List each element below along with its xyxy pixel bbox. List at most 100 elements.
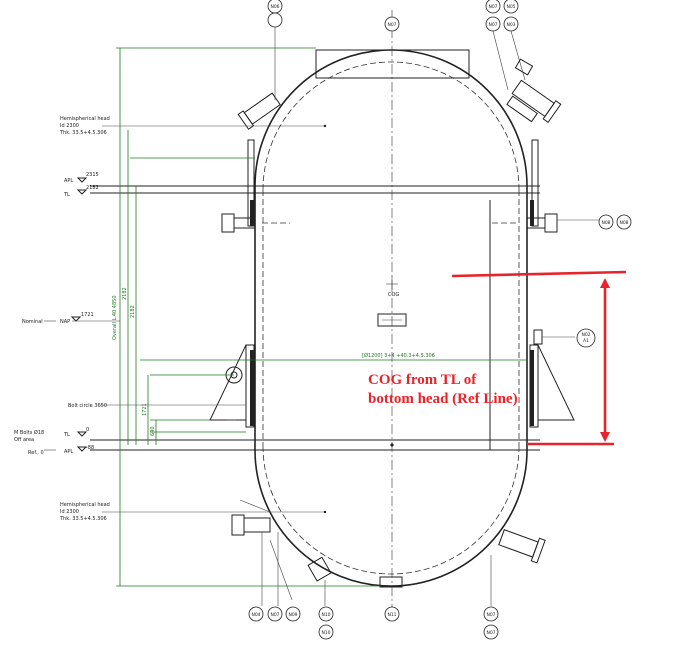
nozzle-bubble-n05 — [503, 0, 519, 14]
level-triangle — [76, 177, 88, 183]
nozzle-tag: N07 — [488, 22, 497, 28]
bottom-head-label-3: Thk. 33.5+4.5.306 — [59, 516, 107, 522]
level-tag: TL — [63, 432, 70, 438]
nozzle-tag: N08 — [601, 220, 610, 226]
level-triangle — [76, 189, 88, 195]
dim-4-text: 640 — [150, 426, 156, 436]
nozzle-tag: N07 — [387, 22, 396, 28]
top-head-label-1: Hemispherical head — [60, 116, 110, 122]
bottom-head-inner — [262, 445, 520, 575]
bottom-head-label-1: Hemispherical head — [60, 502, 110, 508]
level-triangle — [76, 446, 88, 452]
top-right-nozzle — [506, 79, 562, 123]
top-left-nozzle — [237, 92, 281, 130]
vessel-body: COG — [90, 10, 540, 612]
upper-lug-left-fill — [250, 200, 254, 226]
nozzle-bubble-n02 — [576, 328, 596, 348]
arrow-head-down — [600, 432, 610, 442]
nozzle-tag: N07 — [488, 4, 497, 10]
cog-reference-line — [451, 270, 627, 278]
bottom-left-top — [239, 499, 271, 513]
level-value: 2315 — [86, 172, 99, 178]
nozzle-tag: N10 — [321, 630, 330, 636]
bottom-mid-nozzle — [307, 556, 332, 582]
dim-3-text: 1721 — [142, 403, 148, 416]
lower-lug-right-fill — [530, 350, 534, 426]
nozzle-right-flange — [544, 213, 558, 233]
top-head-leader-dot — [323, 124, 327, 128]
top-head-inner — [262, 61, 520, 191]
level-marks: APL 2315 TL 2182 NAP 1721 TL 0 APL -88 — [60, 172, 120, 455]
n09-leader — [269, 539, 293, 601]
nozzle-tag: N05 — [506, 4, 515, 10]
nozzle-tag: N08 — [619, 220, 628, 226]
ref-elevation-label: Nominal — [22, 319, 43, 325]
top-head — [254, 49, 528, 187]
nozzle-tag: N04 — [251, 612, 260, 618]
dimension-lines: Overall L.40 4850 2182 2182 1721 640 [Ø1… — [112, 47, 527, 587]
top-nozzles: N06 N07 N07 N05 N07 N03 — [237, 0, 562, 130]
upper-lug-right-fill — [530, 200, 534, 226]
bottom-right-nozzle — [498, 529, 546, 564]
bottom-left-pipe — [243, 517, 271, 533]
arrow-head-up — [600, 278, 610, 288]
left-labels: Hemispherical head Id 2300 Thk. 33.5+4.5… — [14, 116, 327, 522]
annotation-line-2: bottom head (Ref Line) — [368, 391, 518, 407]
lower-lug-left-fill — [250, 350, 254, 426]
level-triangle — [70, 316, 82, 322]
upper-lug-right — [531, 139, 539, 227]
bolt-circle-label: Bolt circle 3650 — [68, 403, 107, 409]
level-value: 0 — [86, 427, 89, 433]
bottom-left-flange — [231, 514, 245, 536]
ref-line-label: Ref., 0 — [28, 450, 44, 456]
nozzle-tag: N03 — [506, 22, 515, 28]
center-dot — [390, 443, 394, 447]
cog-annotation: COG from TL of bottom head (Ref Line) — [368, 270, 627, 446]
top-head-label-2: Id 2300 — [60, 123, 79, 129]
nozzle-bubble-n06b — [267, 12, 283, 28]
anchor-label-1: M Bolts Ø18 — [14, 429, 44, 436]
nozzle-bubble-n07 — [485, 0, 501, 14]
bottom-head-label-2: Id 2300 — [60, 509, 79, 515]
anchor-label-2: Off area — [14, 437, 34, 443]
dim-2-text: 2182 — [130, 305, 136, 318]
nozzle-left-flange — [221, 213, 235, 233]
top-head-label-3: Thk. 33.5+4.5.306 — [59, 130, 107, 136]
supports — [209, 139, 600, 428]
right-small-nozzle — [533, 329, 543, 345]
nozzle-tag: N09 — [288, 612, 297, 618]
dim-horizontal-text: [Ø1200] 3+4 +40.3+4.5.306 — [362, 352, 435, 359]
nozzle-tag: A1 — [583, 338, 589, 344]
level-triangle — [76, 431, 88, 437]
dim-overall-text: Overall L.40 4850 — [112, 295, 118, 340]
nozzle-tag: N10 — [321, 612, 330, 618]
level-tag: TL — [63, 192, 70, 198]
level-value: 1721 — [81, 312, 94, 318]
bottom-nozzles: N04 N07 N09 N10 N10 N11 N07 N07 — [231, 499, 546, 640]
level-value: 2182 — [86, 185, 99, 191]
nozzle-tag: N07 — [486, 630, 495, 636]
top-manway — [315, 49, 470, 79]
bottom-head — [254, 449, 528, 587]
nozzle-bubble-top-center — [384, 16, 400, 32]
nozzle-tag: N07 — [270, 612, 279, 618]
left-gusset — [209, 344, 247, 421]
nozzle-bubble-n08a — [598, 214, 614, 230]
level-value: -88 — [86, 445, 94, 451]
nozzle-bubble-n09 — [285, 606, 301, 622]
nozzle-bubble-n10b — [318, 624, 334, 640]
nozzle-bubble-n11 — [384, 606, 400, 622]
bottom-outlet — [379, 576, 403, 588]
annotation-line-1: COG from TL of — [368, 372, 477, 388]
top-right-valve — [514, 58, 534, 76]
nozzle-tag: N06 — [270, 4, 279, 10]
dim-1-text: 2182 — [122, 287, 128, 300]
nozzle-bubble-n07d — [483, 606, 499, 622]
nozzle-tag: N02 — [581, 332, 590, 338]
level-tag: APL — [64, 449, 73, 455]
nozzle-tag: N07 — [486, 612, 495, 618]
nozzle-bubble-n04 — [248, 606, 264, 622]
cog-label: COG — [388, 292, 399, 298]
right-gusset — [537, 344, 575, 421]
